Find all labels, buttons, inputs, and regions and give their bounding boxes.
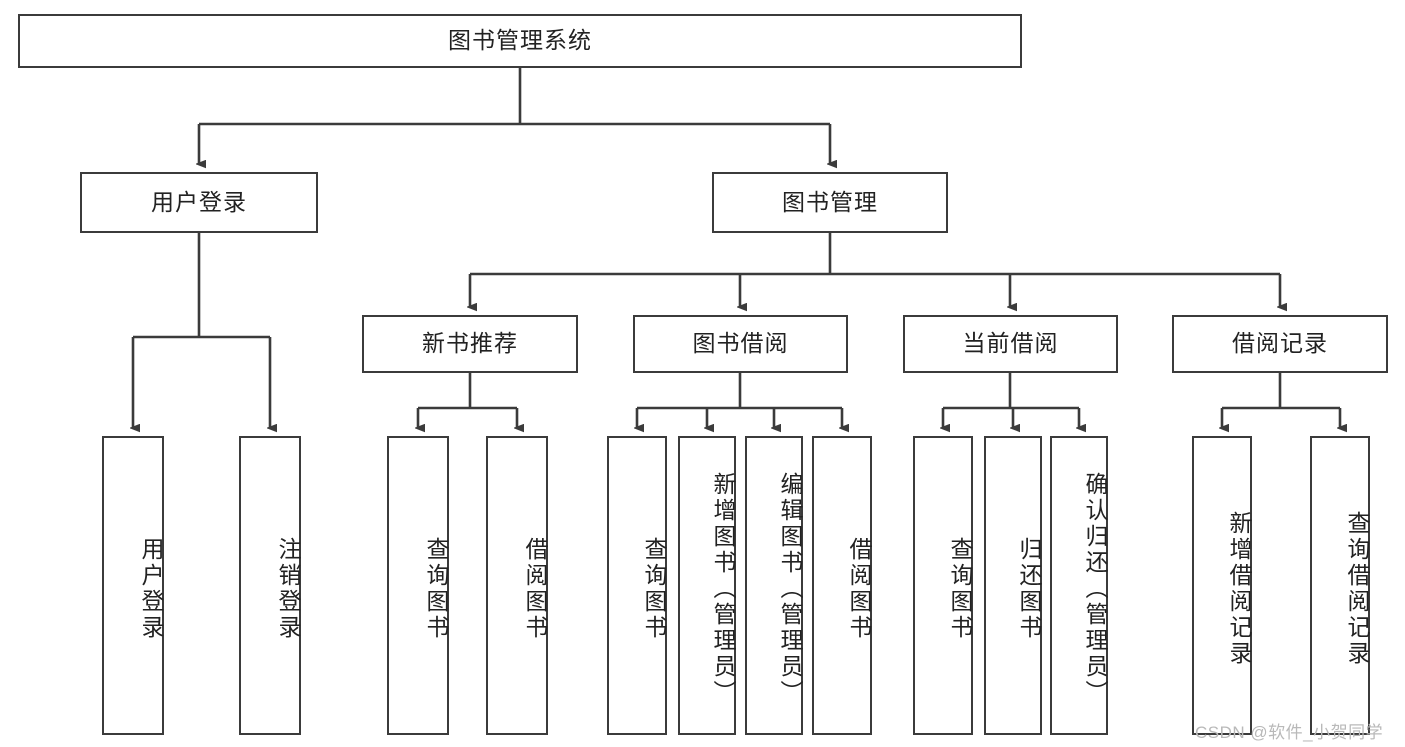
node-leaf-1[interactable]: 用户登录 — [102, 436, 164, 735]
node-level3-2[interactable]: 图书借阅 — [633, 315, 848, 373]
node-level2-1[interactable]: 用户登录 — [80, 172, 318, 233]
node-leaf-6[interactable]: 新增图书（管理员） — [678, 436, 736, 735]
node-leaf-5[interactable]: 查询图书 — [607, 436, 667, 735]
node-leaf-2-label: 注销登录 — [275, 536, 301, 641]
node-level3-1-label: 新书推荐 — [422, 330, 518, 357]
node-level2-2-label: 图书管理 — [782, 188, 878, 215]
csdn-watermark: CSDN @软件_小贺同学 — [1195, 723, 1384, 742]
node-leaf-2[interactable]: 注销登录 — [239, 436, 301, 735]
node-leaf-12-label: 新增借阅记录 — [1226, 510, 1252, 667]
node-leaf-10-label: 归还图书 — [1016, 536, 1042, 641]
node-level3-2-label: 图书借阅 — [692, 330, 789, 357]
node-leaf-10[interactable]: 归还图书 — [984, 436, 1042, 735]
node-leaf-3[interactable]: 查询图书 — [387, 436, 449, 735]
node-leaf-12[interactable]: 新增借阅记录 — [1192, 436, 1252, 735]
node-leaf-11[interactable]: 确认归还（管理员） — [1050, 436, 1108, 735]
node-leaf-9[interactable]: 查询图书 — [913, 436, 973, 735]
node-level2-2[interactable]: 图书管理 — [712, 172, 948, 233]
node-leaf-9-label: 查询图书 — [947, 536, 973, 641]
node-leaf-1-label: 用户登录 — [138, 536, 164, 641]
node-level3-4-label: 借阅记录 — [1232, 330, 1328, 357]
node-leaf-13[interactable]: 查询借阅记录 — [1310, 436, 1370, 735]
node-leaf-4[interactable]: 借阅图书 — [486, 436, 548, 735]
node-leaf-13-label: 查询借阅记录 — [1344, 510, 1370, 667]
node-root[interactable]: 图书管理系统 — [18, 14, 1022, 68]
node-leaf-7[interactable]: 编辑图书（管理员） — [745, 436, 803, 735]
node-leaf-5-label: 查询图书 — [641, 536, 667, 641]
node-leaf-6-label: 新增图书（管理员） — [710, 471, 736, 706]
node-level3-3[interactable]: 当前借阅 — [903, 315, 1118, 373]
node-root-label: 图书管理系统 — [448, 27, 592, 54]
node-leaf-11-label: 确认归还（管理员） — [1082, 471, 1108, 706]
node-leaf-3-label: 查询图书 — [423, 536, 449, 641]
node-level3-3-label: 当前借阅 — [962, 330, 1059, 357]
node-level3-1[interactable]: 新书推荐 — [362, 315, 578, 373]
node-level2-1-label: 用户登录 — [151, 188, 247, 215]
node-leaf-8[interactable]: 借阅图书 — [812, 436, 872, 735]
node-level3-4[interactable]: 借阅记录 — [1172, 315, 1388, 373]
node-leaf-8-label: 借阅图书 — [846, 536, 872, 641]
node-leaf-4-label: 借阅图书 — [522, 536, 548, 641]
node-leaf-7-label: 编辑图书（管理员） — [777, 471, 803, 706]
